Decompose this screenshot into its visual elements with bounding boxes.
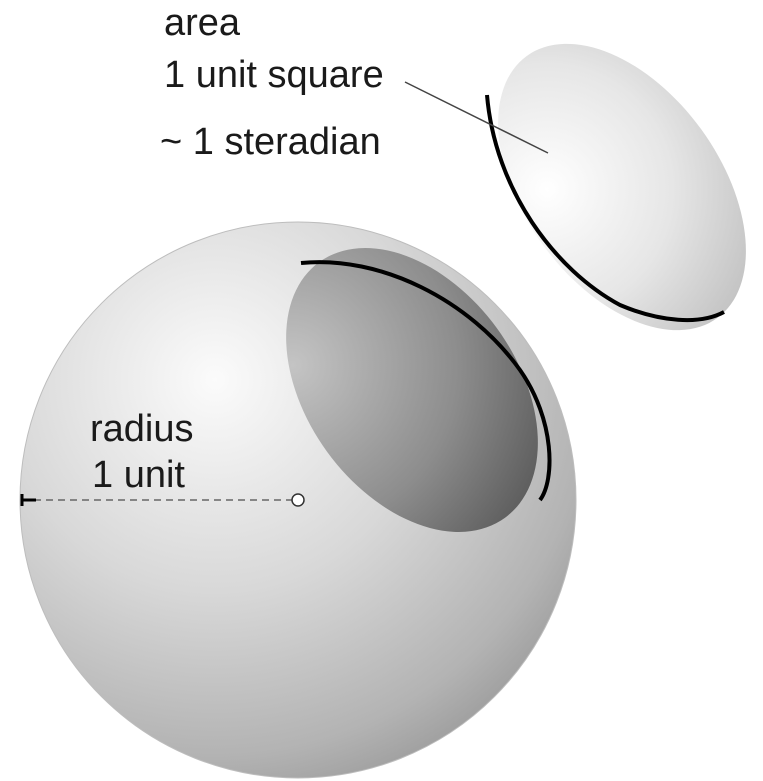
area-label: area (164, 2, 241, 44)
sphere-cutout-rim (300, 260, 552, 502)
radius-end-tick-icon (20, 494, 36, 506)
radius-label: radius (90, 408, 194, 450)
sphere-cutout (286, 248, 538, 532)
unit-square-label: 1 unit square (164, 54, 384, 96)
center-marker-icon (291, 493, 305, 507)
steradian-label: ~ 1 steradian (160, 121, 381, 163)
cap-disk-rim (485, 94, 725, 322)
leader-line (404, 81, 549, 154)
radius-unit-label: 1 unit (92, 454, 185, 496)
